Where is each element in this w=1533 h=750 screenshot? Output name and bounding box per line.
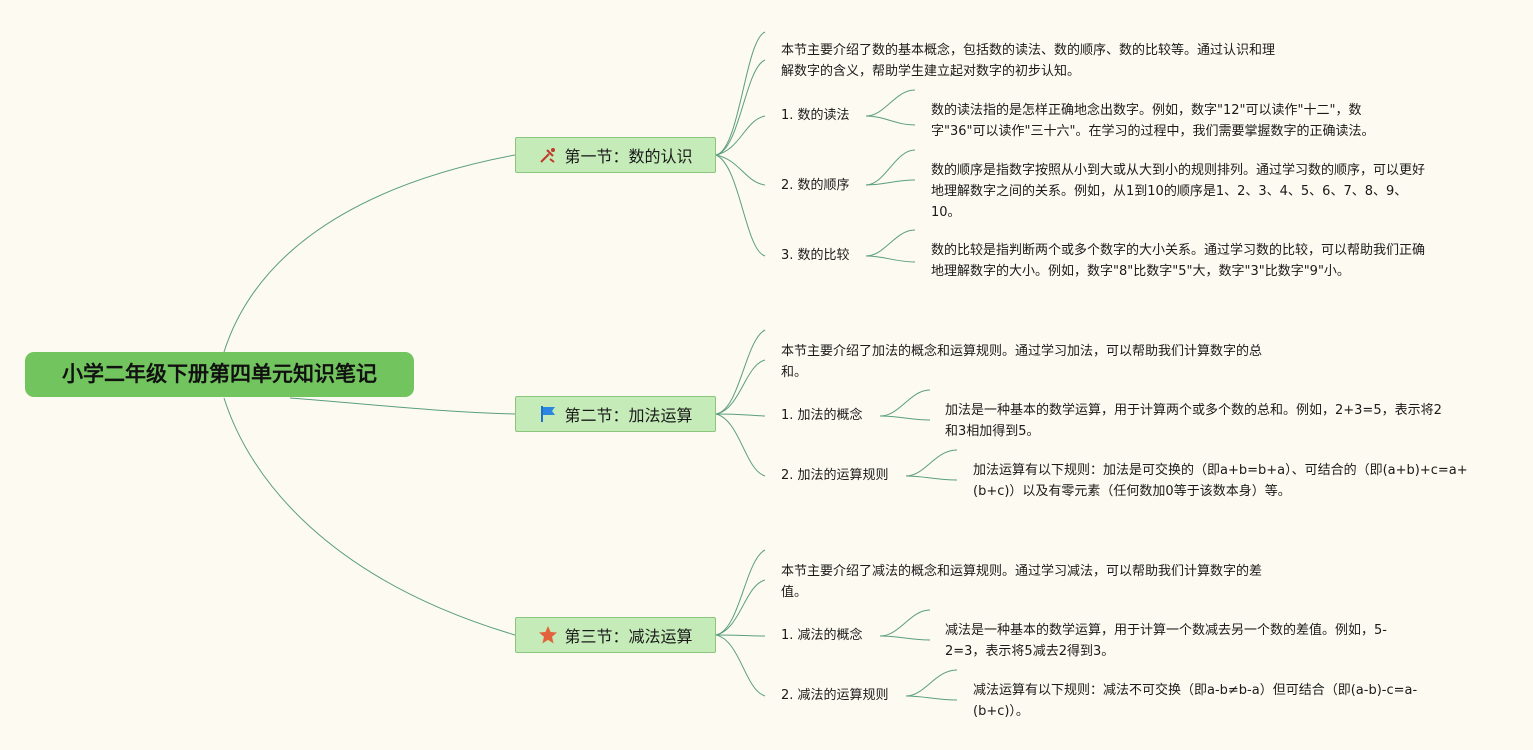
section-3-node[interactable]: 第三节：减法运算 bbox=[515, 617, 716, 653]
section-2-intro: 本节主要介绍了加法的概念和运算规则。通过学习加法，可以帮助我们计算数字的总和。 bbox=[781, 344, 1263, 380]
section-1-intro: 本节主要介绍了数的基本概念，包括数的读法、数的顺序、数的比较等。通过认识和理解数… bbox=[781, 43, 1276, 79]
section-2-node[interactable]: 第二节：加法运算 bbox=[515, 396, 716, 432]
section-3-topic-1-label[interactable]: 1. 减法的概念 bbox=[781, 628, 863, 643]
section-1-topic-3-label[interactable]: 3. 数的比较 bbox=[781, 248, 850, 263]
section-1-title: 第一节：数的认识 bbox=[564, 147, 693, 166]
section-1-topic-3-text: 数的比较是指判断两个或多个数字的大小关系。通过学习数的比较，可以帮助我们正确地理… bbox=[931, 243, 1426, 279]
star-icon bbox=[538, 625, 558, 645]
section-1-node[interactable]: 第一节：数的认识 bbox=[515, 137, 716, 173]
flag-icon bbox=[538, 404, 558, 424]
section-1-topic-2-text: 数的顺序是指数字按照从小到大或从大到小的规则排列。通过学习数的顺序，可以更好地理… bbox=[931, 163, 1426, 220]
section-1-topic-2-label[interactable]: 2. 数的顺序 bbox=[781, 178, 850, 193]
section-2-topic-2-text: 加法运算有以下规则：加法是可交换的（即a+b=b+a）、可结合的（即(a+b)+… bbox=[973, 463, 1468, 499]
root-title[interactable]: 小学二年级下册第四单元知识笔记 bbox=[25, 352, 414, 397]
section-2-topic-2-label[interactable]: 2. 加法的运算规则 bbox=[781, 468, 889, 483]
section-3-topic-2-text: 减法运算有以下规则：减法不可交换（即a-b≠b-a）但可结合（即(a-b)-c=… bbox=[973, 683, 1418, 719]
section-1-topic-1-label[interactable]: 1. 数的读法 bbox=[781, 108, 850, 123]
tools-icon bbox=[538, 145, 558, 165]
section-3-topic-1-text: 减法是一种基本的数学运算，用于计算一个数减去另一个数的差值。例如，5-2=3，表… bbox=[945, 623, 1387, 659]
section-2-title: 第二节：加法运算 bbox=[564, 406, 693, 425]
section-3-intro: 本节主要介绍了减法的概念和运算规则。通过学习减法，可以帮助我们计算数字的差值。 bbox=[781, 564, 1263, 600]
section-1-topic-1-text: 数的读法指的是怎样正确地念出数字。例如，数字"12"可以读作"十二"，数字"36… bbox=[931, 103, 1375, 139]
section-2-topic-1-text: 加法是一种基本的数学运算，用于计算两个或多个数的总和。例如，2+3=5，表示将2… bbox=[945, 403, 1442, 439]
section-3-title: 第三节：减法运算 bbox=[564, 627, 693, 646]
section-3-topic-2-label[interactable]: 2. 减法的运算规则 bbox=[781, 688, 889, 703]
section-2-topic-1-label[interactable]: 1. 加法的概念 bbox=[781, 408, 863, 423]
